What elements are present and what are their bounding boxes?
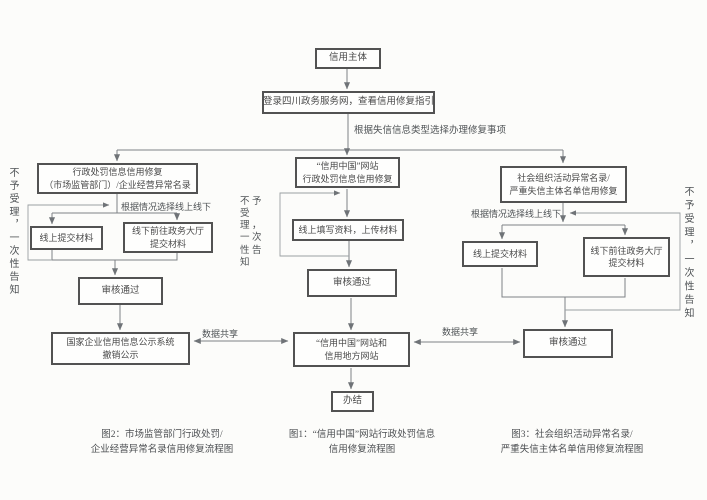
label-left-choose: 根据情况选择线上线下: [121, 202, 212, 212]
node-left-offline-line1: 线下前往政务大厅: [131, 226, 204, 237]
node-left-publicity-line1: 国家企业信用信息公示系统: [66, 337, 175, 348]
label-left-reject-note: 不予受理，一次性告知: [7, 167, 18, 297]
node-login-portal: 登录四川政务服务网，查看信用修复指引: [262, 91, 435, 114]
node-middle-review: 审核通过: [307, 269, 397, 297]
node-middle-header-line2: 行政处罚信息信用修复: [302, 173, 393, 184]
node-left-offline-line2: 提交材料: [149, 238, 186, 249]
node-right-offline-line2: 提交材料: [608, 258, 645, 268]
caption-figure-1-line1: 图1：“信用中国”网站行政处罚信息: [288, 430, 436, 440]
connector-middle-reject-loop: [279, 190, 349, 257]
node-left-review: 审核通过: [78, 277, 163, 305]
label-data-share-left: 数据共享: [202, 329, 239, 339]
node-middle-website: “信用中国”网站和 信用地方网站: [293, 332, 410, 367]
node-middle-header: “信用中国”网站 行政处罚信息信用修复: [295, 157, 400, 188]
node-right-review: 审核通过: [523, 329, 613, 358]
node-done-label: 办结: [342, 396, 362, 407]
node-left-review-label: 审核通过: [101, 285, 140, 296]
connector-left-reject-loop: [27, 202, 110, 261]
node-middle-header-line1: “信用中国”网站: [316, 161, 379, 172]
node-middle-fill: 线上填写资料，上传材料: [292, 219, 404, 241]
node-credit-subject-label: 信用主体: [328, 53, 367, 64]
caption-figure-3-line1: 图3：社会组织活动异常名录/: [511, 430, 633, 440]
caption-figure-1-line2: 信用修复流程图: [328, 444, 396, 455]
node-middle-website-line2: 信用地方网站: [324, 350, 379, 361]
label-type-select: 根据失信信息类型选择办理修复事项: [354, 126, 507, 136]
caption-figure-2: 图2：市场监管部门行政处罚/ 企业经营异常名录信用修复流程图: [52, 428, 272, 457]
label-right-choose: 根据情况选择线上线下: [471, 209, 562, 219]
node-middle-fill-label: 线上填写资料，上传材料: [298, 224, 398, 235]
node-credit-subject: 信用主体: [315, 48, 381, 69]
node-right-online-label: 线上提交材料: [472, 248, 527, 259]
node-right-header: 社会组织活动异常名录/ 严重失信主体名单信用修复: [500, 166, 627, 203]
caption-figure-2-line2: 企业经营异常名录信用修复流程图: [90, 444, 234, 455]
caption-figure-3-line2: 严重失信主体名单信用修复流程图: [500, 444, 644, 455]
caption-figure-3: 图3：社会组织活动异常名录/ 严重失信主体名单信用修复流程图: [462, 428, 682, 457]
node-left-header-line1: 行政处罚信息信用修复: [72, 167, 163, 178]
node-right-offline-line1: 线下前往政务大厅: [590, 245, 663, 256]
node-login-portal-label: 登录四川政务服务网，查看信用修复指引: [263, 97, 435, 108]
node-left-offline: 线下前往政务大厅 提交材料: [123, 222, 213, 253]
node-left-header: 行政处罚信息信用修复 （市场监管部门）/企业经营异常名录: [37, 163, 198, 194]
connector-right-reject-loop: [565, 210, 681, 311]
node-left-publicity: 国家企业信用信息公示系统 撤销公示: [51, 332, 190, 365]
node-left-publicity-line2: 撤销公示: [102, 349, 139, 360]
node-middle-review-label: 审核通过: [332, 277, 371, 288]
node-left-header-line2: （市场监管部门）/企业经营异常名录: [44, 179, 191, 190]
label-middle-reject-note: 不予受理，一次性告知: [240, 197, 265, 268]
node-done: 办结: [331, 391, 374, 412]
node-right-online: 线上提交材料: [462, 241, 538, 267]
node-right-header-line1: 社会组织活动异常名录/: [517, 173, 610, 184]
node-right-header-line2: 严重失信主体名单信用修复: [509, 185, 618, 196]
label-data-share-right: 数据共享: [442, 327, 479, 337]
node-right-review-label: 审核通过: [548, 338, 587, 349]
connector-rmerge: [501, 268, 626, 298]
label-right-reject-note: 不予受理，一次性告知: [682, 186, 693, 321]
caption-figure-1: 图1：“信用中国”网站行政处罚信息 信用修复流程图: [252, 428, 472, 457]
node-left-online: 线上提交材料: [30, 226, 103, 250]
node-middle-website-line1: “信用中国”网站和: [316, 338, 387, 349]
node-left-online-label: 线上提交材料: [39, 232, 94, 243]
caption-figure-2-line1: 图2：市场监管部门行政处罚/: [101, 430, 223, 440]
node-right-offline: 线下前往政务大厅 提交材料: [583, 237, 670, 277]
